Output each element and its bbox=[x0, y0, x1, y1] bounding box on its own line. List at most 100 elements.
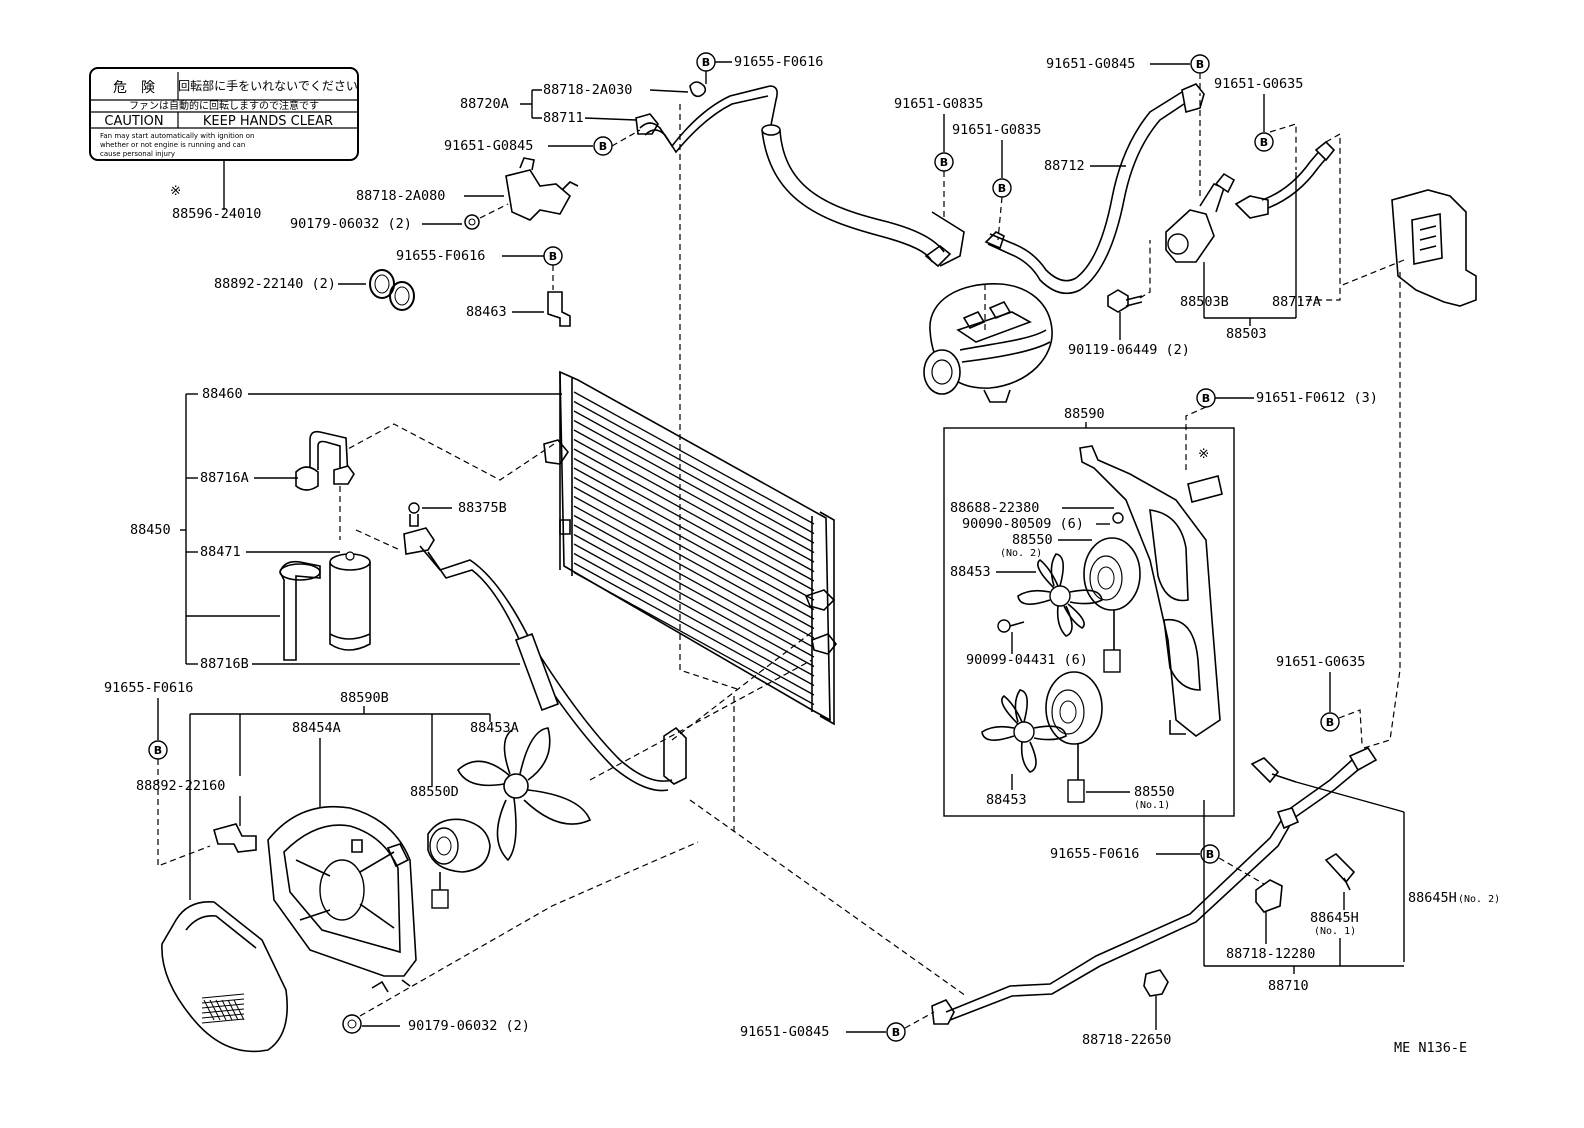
condenser-fin bbox=[573, 457, 815, 592]
condenser-fins bbox=[573, 391, 815, 706]
condenser-fin bbox=[573, 448, 815, 582]
label-88375B: 88375B bbox=[458, 500, 507, 516]
condenser-fin bbox=[573, 505, 815, 639]
condenser-fin bbox=[573, 476, 815, 611]
motor-88550-no2 bbox=[1083, 537, 1141, 673]
label-91655-F0616-top: 91655-F0616 bbox=[734, 54, 823, 70]
svg-text:B: B bbox=[154, 744, 162, 757]
svg-text:B: B bbox=[1196, 58, 1204, 71]
label-88453A: 88453A bbox=[470, 720, 519, 736]
bolt-b-4: B bbox=[934, 152, 954, 172]
nut-90179-bottom bbox=[342, 1014, 362, 1034]
condenser-fin bbox=[573, 429, 815, 563]
caution-label: 危 険 回転部に手をいれないでください ファンは自動的に回転しますので注意です … bbox=[89, 67, 359, 222]
bolt-b-7: B bbox=[1254, 132, 1274, 152]
liquid-pipe bbox=[403, 527, 687, 792]
oring-88892-22140 bbox=[369, 269, 415, 311]
label-88590B: 88590B bbox=[340, 690, 389, 706]
label-91651-G0835-b: 91651-G0835 bbox=[952, 122, 1041, 138]
svg-text:B: B bbox=[549, 250, 557, 263]
plug-88375B bbox=[408, 502, 420, 527]
screw-90090 bbox=[1112, 512, 1124, 524]
label-88688-22380: 88688-22380 bbox=[950, 500, 1039, 516]
condenser-fin bbox=[573, 514, 815, 649]
label-88645H-no2: 88645H bbox=[1408, 890, 1457, 906]
caution-small-1: Fan may start automatically with ignitio… bbox=[100, 132, 255, 140]
svg-text:B: B bbox=[702, 56, 710, 69]
label-88716B: 88716B bbox=[200, 656, 249, 672]
label-90090-80509: 90090-80509 (6) bbox=[962, 516, 1084, 532]
label-88503B: 88503B bbox=[1180, 294, 1229, 310]
label-88712: 88712 bbox=[1044, 158, 1085, 174]
label-88718-2A080: 88718-2A080 bbox=[356, 188, 445, 204]
svg-text:B: B bbox=[998, 182, 1006, 195]
grille-line bbox=[201, 1003, 245, 1009]
label-88503: 88503 bbox=[1226, 326, 1267, 342]
label-88590: 88590 bbox=[1064, 406, 1105, 422]
label-88717A: 88717A bbox=[1272, 294, 1321, 310]
label-90179-06032-top: 90179-06032 (2) bbox=[290, 216, 412, 232]
compressor bbox=[923, 280, 1053, 403]
condenser-fin bbox=[573, 552, 815, 687]
condenser-fin bbox=[573, 419, 815, 554]
pressure-switch-no2 bbox=[1250, 757, 1297, 784]
pipe-88716A bbox=[295, 430, 355, 491]
receiver-dryer-88471 bbox=[329, 551, 371, 651]
label-88711: 88711 bbox=[543, 110, 584, 126]
label-88454A: 88454A bbox=[292, 720, 341, 736]
fan-88453-b bbox=[981, 689, 1067, 773]
star-mark-1: ※ bbox=[170, 183, 181, 199]
pressure-switch-no1 bbox=[1324, 852, 1356, 891]
label-88550-no1-sub: (No.1) bbox=[1134, 800, 1170, 811]
bracket-88718-2A080 bbox=[505, 157, 579, 221]
bracket-88892-22160 bbox=[213, 823, 257, 853]
bolt-b-6: B bbox=[1190, 54, 1210, 74]
label-88718-22650: 88718-22650 bbox=[1082, 1032, 1171, 1048]
nut-90179-top bbox=[464, 214, 480, 230]
svg-text:B: B bbox=[1260, 136, 1268, 149]
fan-cover bbox=[161, 901, 288, 1053]
label-88645H-no1: 88645H bbox=[1310, 910, 1359, 926]
label-91651-G0635-top: 91651-G0635 bbox=[1214, 76, 1303, 92]
label-88550D: 88550D bbox=[410, 784, 459, 800]
discharge-hose bbox=[761, 124, 965, 268]
pipe-88710 bbox=[931, 746, 1378, 1025]
label-88645H-no2-sub: (No. 2) bbox=[1458, 894, 1500, 905]
expansion-valve-88503 bbox=[1165, 140, 1336, 263]
label-88645H-no1-sub: (No. 1) bbox=[1314, 926, 1356, 937]
clamp-88718-12280 bbox=[1255, 879, 1283, 913]
condenser-fin bbox=[573, 467, 815, 601]
evaporator-housing bbox=[1339, 189, 1477, 307]
label-90119-06449: 90119-06449 (2) bbox=[1068, 342, 1190, 358]
label-88892-22160: 88892-22160 bbox=[136, 778, 225, 794]
diagram-id: ME N136-E bbox=[1394, 1040, 1467, 1056]
label-91655-F0616-left: 91655-F0616 bbox=[104, 680, 193, 696]
label-88892-22140: 88892-22140 (2) bbox=[214, 276, 336, 292]
label-91651-F0612: 91651-F0612 (3) bbox=[1256, 390, 1378, 406]
caution-line-jp: ファンは自動的に回転しますので注意です bbox=[129, 99, 319, 112]
grille-line bbox=[221, 999, 233, 1021]
bolt-b-1: B bbox=[696, 52, 716, 72]
bolt-b-3: B bbox=[543, 246, 563, 266]
motor-88550-no1 bbox=[1045, 671, 1103, 803]
fan-88453A bbox=[457, 727, 592, 862]
shroud-88590 bbox=[1079, 445, 1223, 737]
grille-line bbox=[201, 1008, 245, 1014]
bolt-b-9: B bbox=[148, 740, 168, 760]
label-88463-left: 88463 bbox=[466, 304, 507, 320]
clamp-88463-left bbox=[547, 291, 571, 327]
label-91655-F0616-mid: 91655-F0616 bbox=[396, 248, 485, 264]
grille-line bbox=[233, 999, 245, 1021]
grille-line bbox=[201, 1013, 245, 1019]
condenser-fin bbox=[573, 486, 815, 620]
clamp-88718-22650 bbox=[1143, 969, 1169, 997]
bolt-90119 bbox=[1107, 289, 1143, 313]
label-91651-G0835-a: 91651-G0835 bbox=[894, 96, 983, 112]
bolt-b-5: B bbox=[992, 178, 1012, 198]
condenser-fin bbox=[573, 562, 815, 696]
caution-small-2: whether or not engine is running and can bbox=[100, 141, 245, 149]
hose-88712 bbox=[984, 83, 1205, 295]
hose-88711 bbox=[635, 81, 778, 154]
label-88550-no1: 88550 bbox=[1134, 784, 1175, 800]
